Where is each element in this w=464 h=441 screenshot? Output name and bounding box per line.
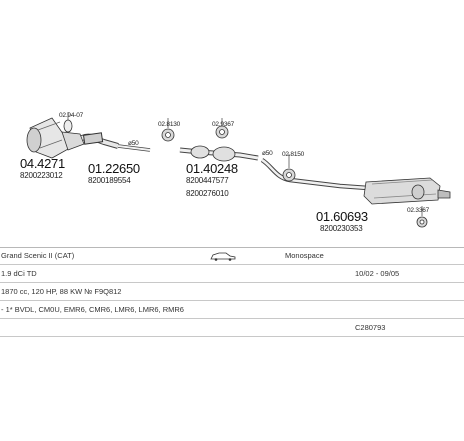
gasket-drawing xyxy=(63,112,73,133)
catalog-code: C280793 xyxy=(355,323,386,332)
oem-number-1: 8200223012 xyxy=(20,171,63,180)
diameter-2-label: ø50 xyxy=(262,150,273,157)
engine-specs: 1870 cc, 120 HP, 88 KW № F9Q812 xyxy=(1,287,122,296)
rear-pipe-drawing xyxy=(260,158,369,191)
engine-type: 1.9 dCi TD xyxy=(1,269,37,278)
car-body-icon xyxy=(210,252,236,261)
catalytic-converter-drawing xyxy=(26,117,85,159)
diameter-1-label: ø50 xyxy=(128,140,139,147)
part-number-1: 04.4271 xyxy=(20,156,65,171)
clamp-1-label: 02.8130 xyxy=(158,121,181,128)
model-name: Grand Scenic II (CAT) xyxy=(1,251,75,260)
table-top-rule xyxy=(0,247,464,248)
table-row: Grand Scenic II (CAT) Monospace xyxy=(0,247,464,265)
clamp-4-label: 02.3367 xyxy=(407,207,430,214)
table-row: 1870 cc, 120 HP, 88 KW № F9Q812 xyxy=(0,283,464,301)
gasket-left-label: 02.94-07 xyxy=(59,112,84,119)
rubber-mount-1 xyxy=(161,118,175,142)
table-row: 1.9 dCi TD 10/02 - 09/05 xyxy=(0,265,464,283)
rubber-mount-3 xyxy=(282,154,296,182)
table-row: C280793 xyxy=(0,319,464,337)
engine-type-codes: - 1* BVDL, CM0U, EMR6, CMR6, LMR6, LMR6,… xyxy=(1,305,184,314)
oem-number-3: 8200447577 xyxy=(186,176,229,185)
rubber-mount-4 xyxy=(416,206,428,228)
clamp-2-label: 02.9367 xyxy=(212,121,235,128)
part-number-2: 01.22650 xyxy=(88,161,140,176)
exhaust-diagram: 02.94-07 02.8130 02.9367 02.8150 02.3367… xyxy=(20,112,451,233)
front-pipe-drawing xyxy=(80,132,151,152)
exhaust-drawing xyxy=(26,112,451,228)
oem-number-2: 8200189554 xyxy=(88,176,131,185)
body-variant: Monospace xyxy=(285,251,324,260)
oem-number-3b: 8200276010 xyxy=(186,189,229,198)
clamp-3-label: 02.8150 xyxy=(282,151,305,158)
oem-number-4: 8200230353 xyxy=(320,224,363,233)
part-number-4: 01.60693 xyxy=(316,209,368,224)
rubber-mount-2 xyxy=(215,118,229,139)
middle-pipe-drawing xyxy=(179,145,259,162)
date-range: 10/02 - 09/05 xyxy=(355,269,400,278)
part-number-3: 01.40248 xyxy=(186,161,238,176)
rear-silencer-drawing xyxy=(363,177,451,205)
table-row: - 1* BVDL, CM0U, EMR6, CMR6, LMR6, LMR6,… xyxy=(0,301,464,319)
